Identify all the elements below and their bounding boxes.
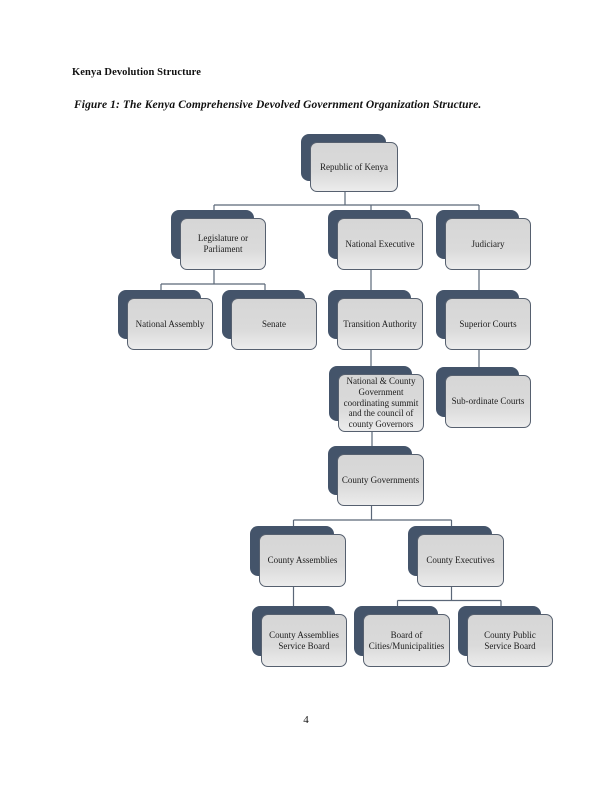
org-node-label: Judiciary [471, 238, 505, 249]
org-node-board-cities: Board of Cities/Municipalities [363, 614, 450, 667]
org-node-label: National Executive [345, 238, 415, 249]
org-node-legislature: Legislature or Parliament [180, 218, 266, 270]
org-node-label: Senate [262, 318, 286, 329]
org-node-label: County Governments [341, 474, 420, 485]
org-node-label: County Assemblies Service Board [269, 629, 339, 651]
org-node-superior-courts: Superior Courts [445, 298, 531, 350]
org-node-label: National & County Government coordinatin… [343, 376, 419, 429]
org-node-subordinate-courts: Sub-ordinate Courts [445, 375, 531, 428]
org-node-national-assembly: National Assembly [127, 298, 213, 350]
org-node-label: Superior Courts [459, 318, 517, 329]
org-node-senate: Senate [231, 298, 317, 350]
document-heading: Kenya Devolution Structure [72, 67, 201, 78]
org-node-label: Transition Authority [343, 318, 417, 329]
org-node-republic: Republic of Kenya [310, 142, 398, 192]
page-number: 4 [303, 714, 309, 726]
org-node-cps-board: County Public Service Board [467, 614, 553, 667]
org-node-label: Republic of Kenya [320, 161, 388, 172]
org-node-county-governments: County Governments [337, 454, 424, 506]
org-node-label: National Assembly [135, 318, 205, 329]
org-node-county-executives: County Executives [417, 534, 504, 587]
org-node-national-executive: National Executive [337, 218, 423, 270]
org-node-label: Legislature or Parliament [197, 233, 249, 254]
org-node-label: County Executives [426, 555, 495, 566]
org-node-judiciary: Judiciary [445, 218, 531, 270]
figure-caption: Figure 1: The Kenya Comprehensive Devolv… [74, 99, 482, 111]
org-node-county-assemblies: County Assemblies [259, 534, 346, 587]
org-node-label: County Public Service Board [484, 629, 536, 651]
org-node-label: Sub-ordinate Courts [451, 396, 525, 407]
org-node-label: County Assemblies [267, 555, 338, 566]
org-node-ca-service-board: County Assemblies Service Board [261, 614, 347, 667]
org-node-summit: National & County Government coordinatin… [338, 374, 424, 432]
org-node-label: Board of Cities/Municipalities [368, 629, 445, 651]
org-node-transition-authority: Transition Authority [337, 298, 423, 350]
